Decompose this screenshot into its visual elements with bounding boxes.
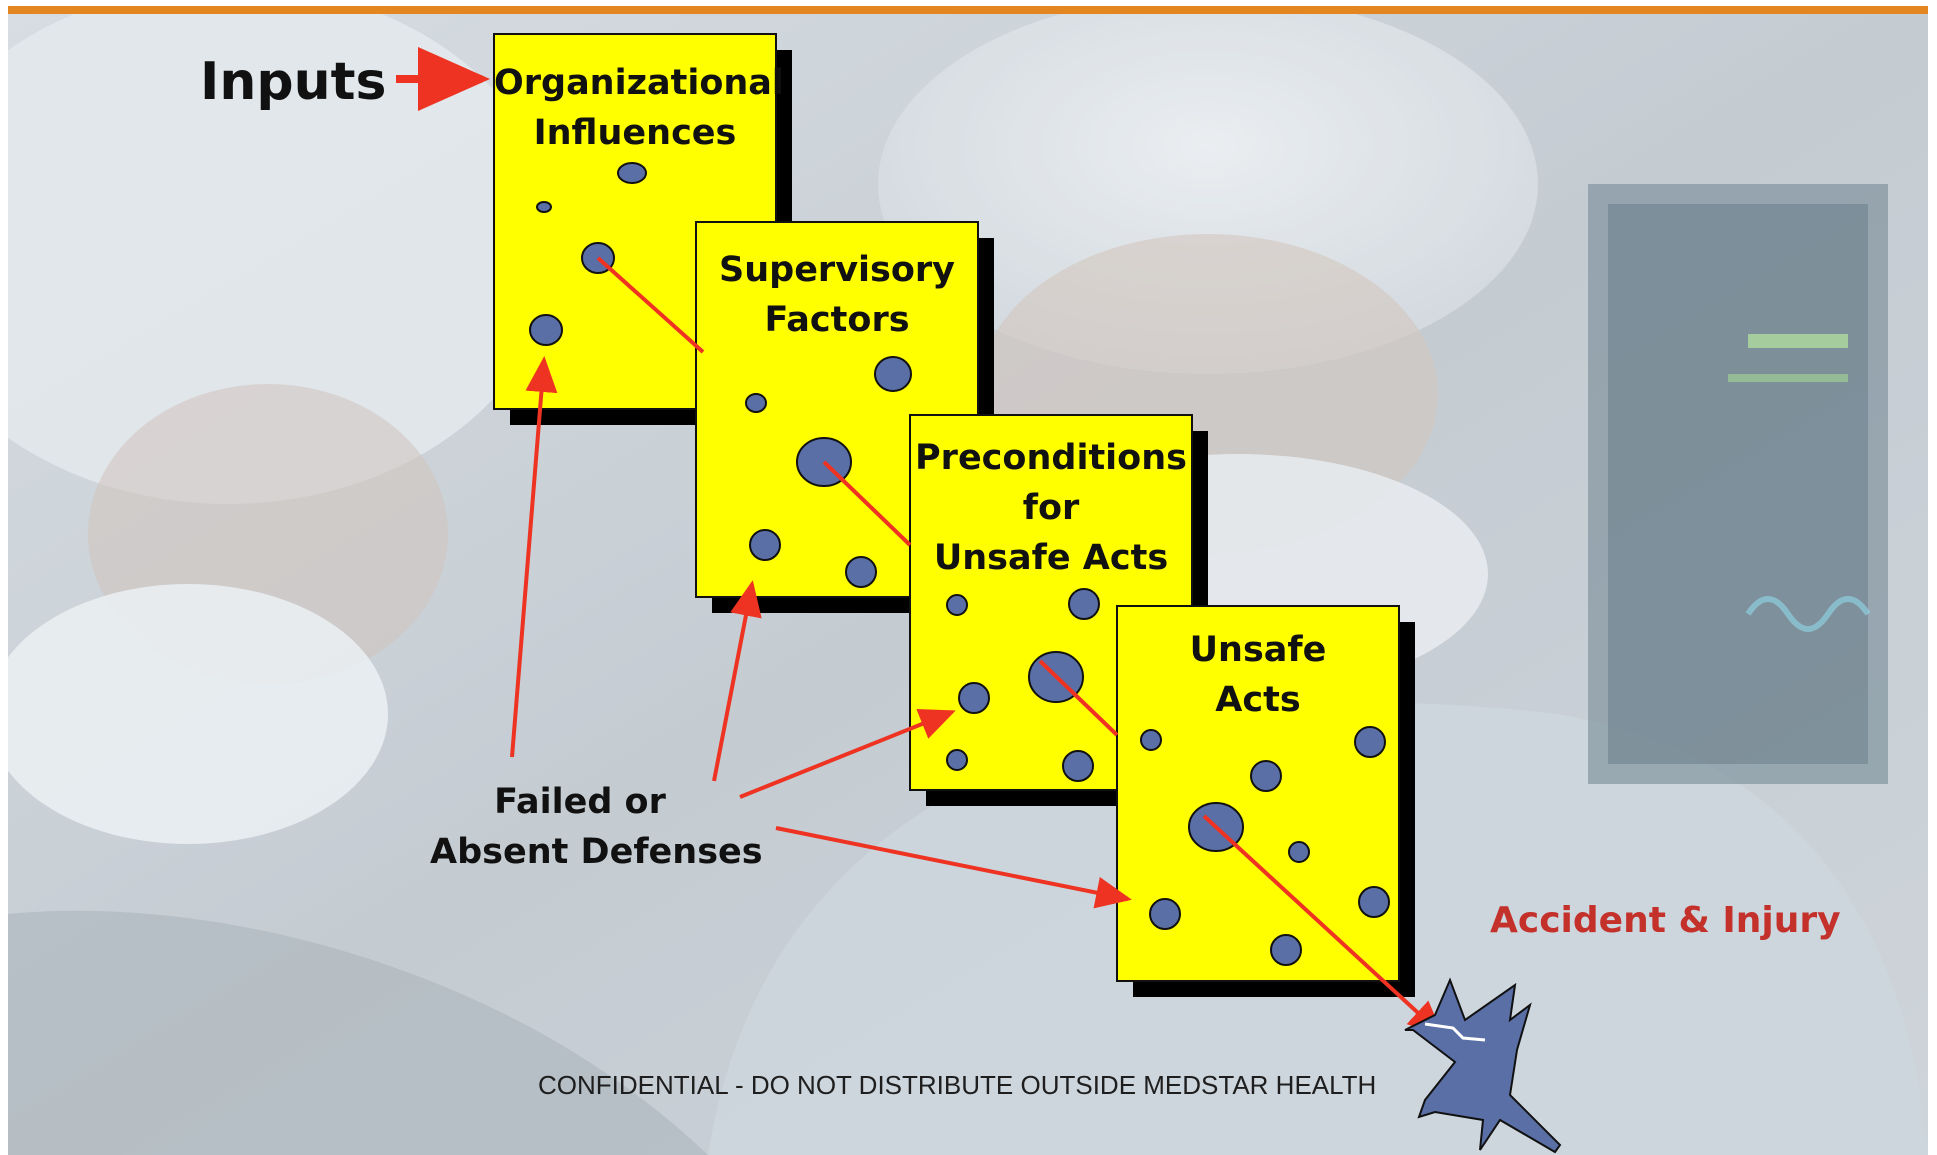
- slice-hole: [1288, 841, 1310, 863]
- defense-arrow: [775, 826, 1132, 909]
- accent-bar: [8, 6, 1928, 14]
- trajectory-final-arrow: [1202, 814, 1444, 1037]
- slice-hole: [1140, 729, 1162, 751]
- slice-hole: [1068, 588, 1100, 620]
- trajectory-segment: [822, 460, 912, 547]
- slice-hole: [1062, 750, 1094, 782]
- defense-arrow: [510, 356, 558, 758]
- slice-organizational: [493, 33, 792, 425]
- failed-defenses-label: Failed or Absent Defenses: [430, 777, 763, 877]
- slice-title-line: Preconditions: [915, 438, 1187, 478]
- trajectory-segment: [1038, 659, 1119, 737]
- slice-hole: [1270, 934, 1302, 966]
- defenses-label-line: Absent Defenses: [430, 832, 763, 872]
- slice-title-unsafe-acts: Unsafe Acts: [1117, 625, 1399, 725]
- accident-trajectory: [596, 256, 1444, 1037]
- defense-arrow: [739, 709, 956, 799]
- slice-title-line: Unsafe: [1189, 630, 1327, 670]
- slice-hole: [1149, 898, 1181, 930]
- slice-hole: [1354, 726, 1386, 758]
- defense-arrows: [510, 356, 1132, 909]
- slice-title-line: Supervisory: [719, 250, 955, 290]
- defenses-label-line: Failed or: [494, 782, 666, 822]
- confidential-footer: CONFIDENTIAL - DO NOT DISTRIBUTE OUTSIDE…: [538, 1070, 1377, 1100]
- slice-hole: [745, 393, 767, 413]
- slice-title-line: Organizational: [494, 63, 784, 103]
- accident-injury-label: Accident & Injury: [1490, 900, 1841, 941]
- slice-title-line: for: [1022, 488, 1080, 528]
- slice-hole: [617, 162, 647, 184]
- slice-title-preconditions: Preconditions for Unsafe Acts: [910, 433, 1192, 583]
- slice-title-supervisory: Supervisory Factors: [696, 245, 978, 345]
- slice-hole: [1250, 760, 1282, 792]
- slice-hole: [749, 529, 781, 561]
- slice-hole: [845, 556, 877, 588]
- slice-hole: [529, 314, 563, 346]
- slice-hole: [958, 682, 990, 714]
- crashed-airplane-icon: [1404, 977, 1562, 1154]
- slice-hole: [946, 749, 968, 771]
- slice-hole: [874, 356, 912, 392]
- slice-title-organizational: Organizational Influences: [494, 58, 784, 158]
- slice-hole: [1358, 886, 1390, 918]
- slice-title-line: Factors: [764, 300, 910, 340]
- defense-arrow: [712, 580, 762, 782]
- trajectory-segment: [596, 256, 705, 354]
- slice-hole: [946, 594, 968, 616]
- inputs-label: Inputs: [200, 52, 387, 112]
- slice-title-line: Influences: [533, 113, 737, 153]
- slice-title-line: Unsafe Acts: [933, 538, 1169, 578]
- slice-hole: [536, 201, 552, 213]
- slice-unsafe-acts: [1116, 605, 1415, 997]
- slice-title-line: Acts: [1215, 680, 1301, 720]
